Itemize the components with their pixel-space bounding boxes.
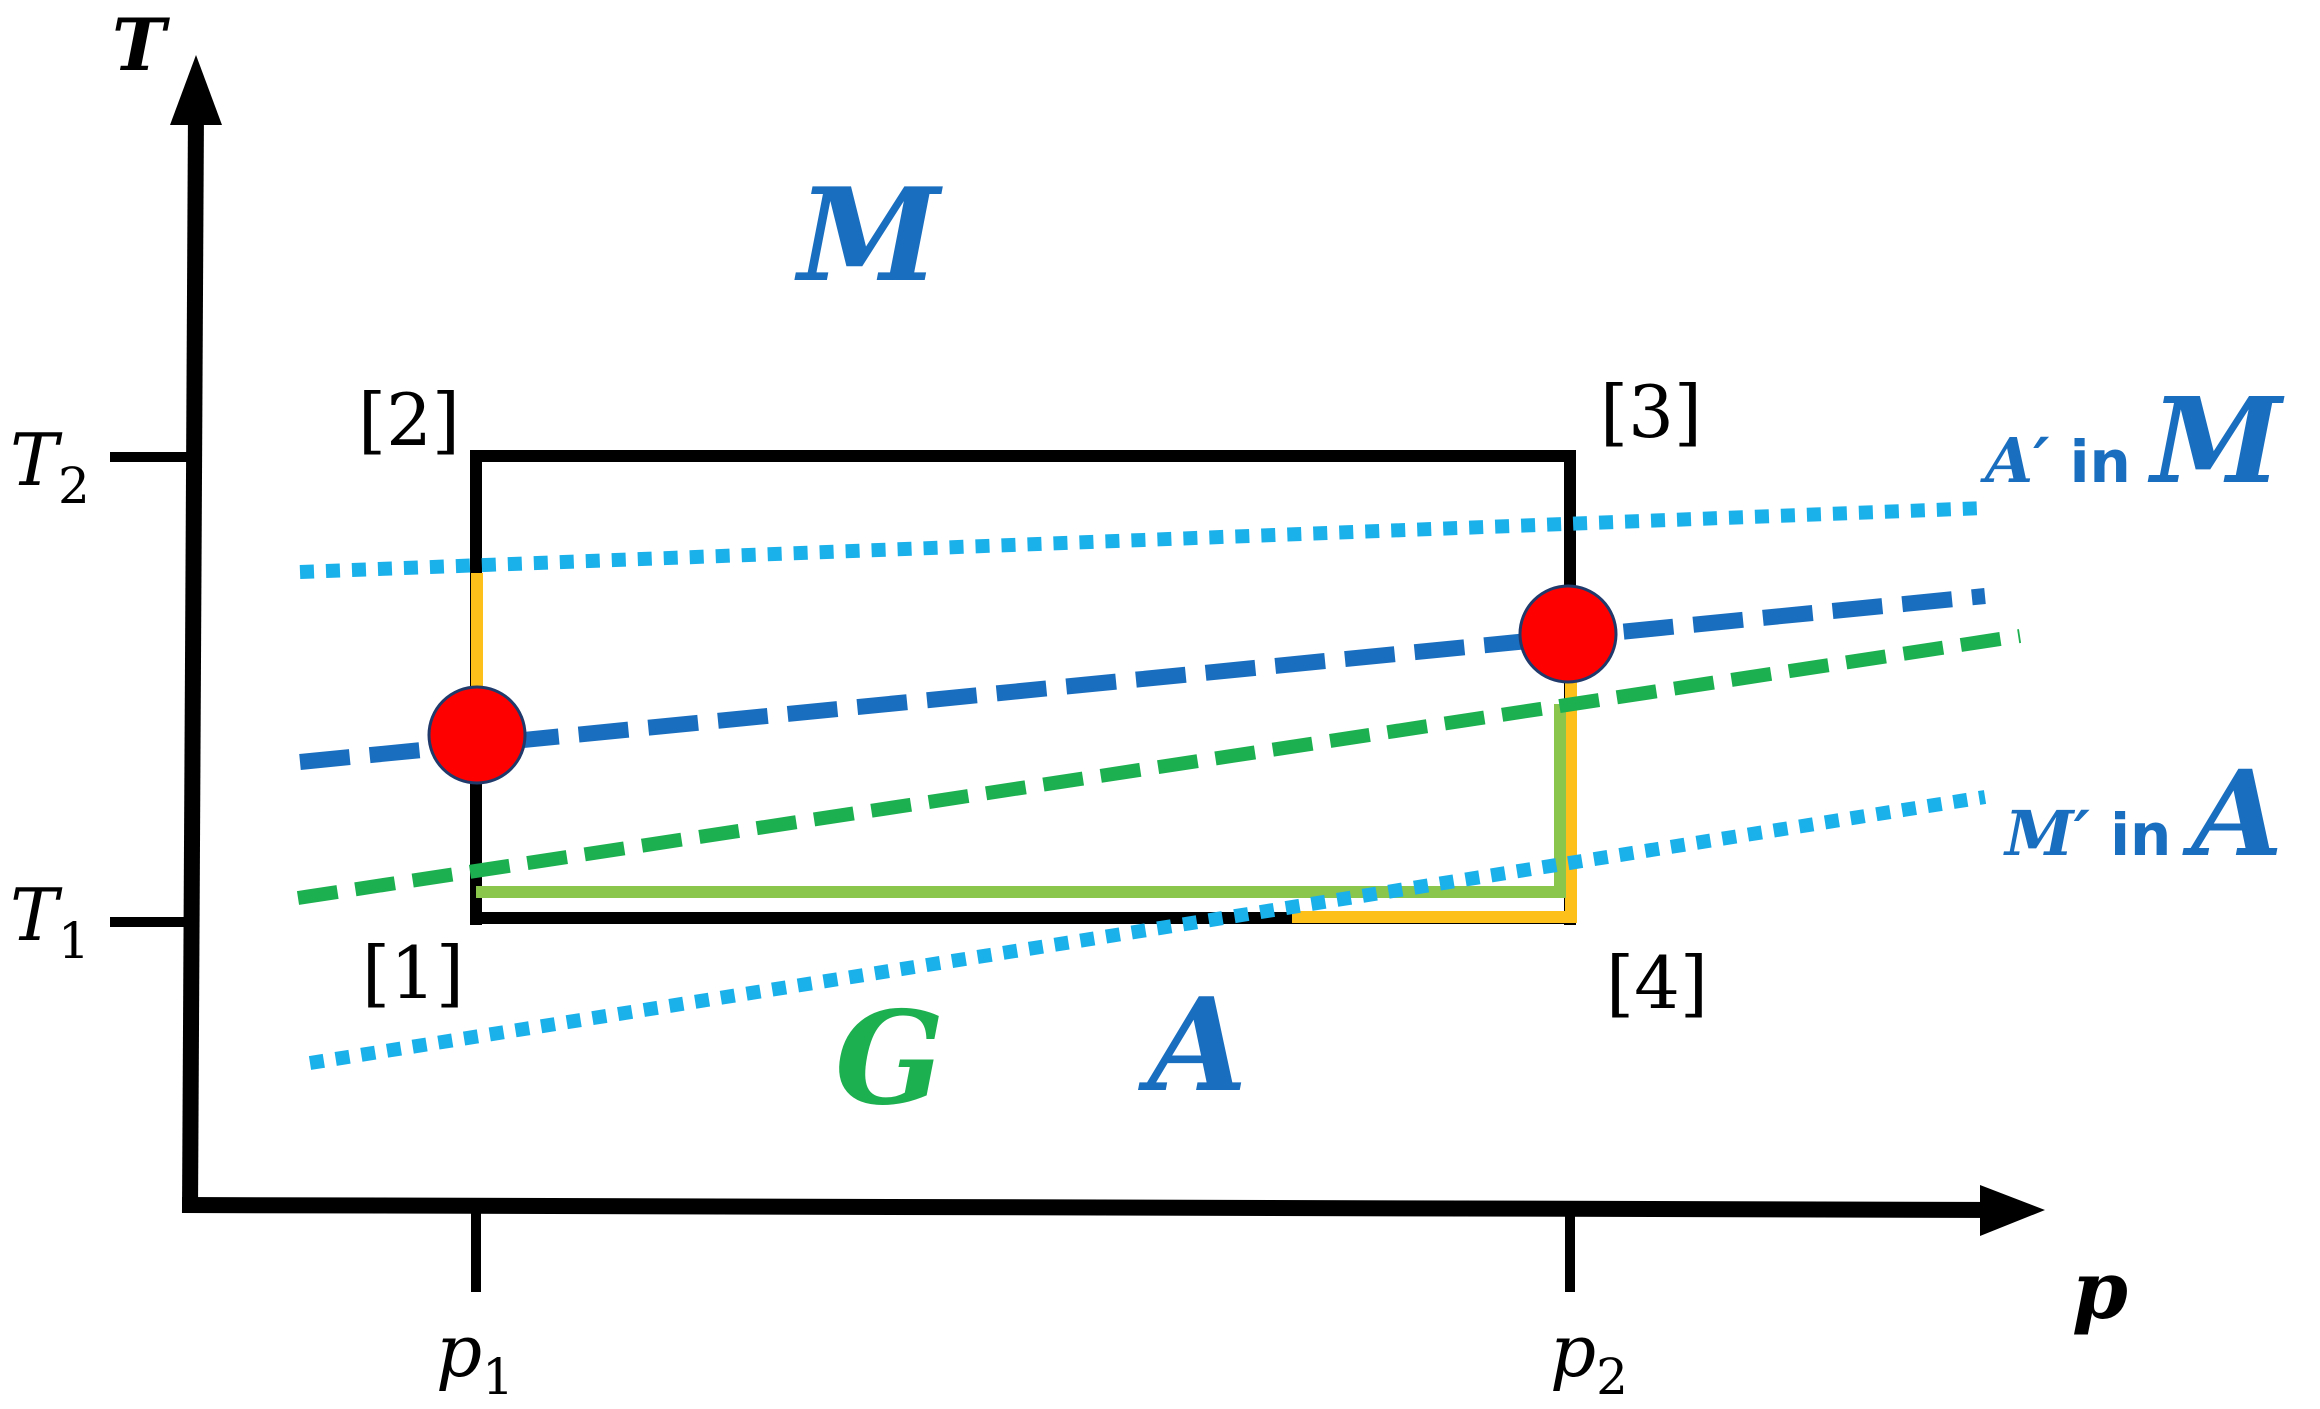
y-axis-line [182, 109, 204, 1213]
m-prime-in-a-label: M′ in A [2003, 744, 2283, 883]
a-prime-in-m-label: A′ in M [1980, 371, 2285, 510]
a-prime-phase: M [2147, 371, 2285, 510]
p2-label-sub: 2 [1596, 1348, 1628, 1406]
a-prime-in-text: in [2049, 428, 2151, 496]
blue-dashed-line [299, 588, 1986, 770]
red-point-left [427, 685, 527, 785]
t2-label-main: T [10, 418, 63, 502]
orange-path [471, 573, 1577, 923]
a-prime-in-m-line [299, 501, 1986, 579]
corner-label-2: [2] [358, 378, 460, 462]
green-dashed-line [296, 629, 2022, 905]
m-prime-symbol: M′ [2003, 797, 2090, 870]
red-point-right [1518, 584, 1618, 684]
t2-label: T2 [10, 418, 90, 515]
m-prime-in-a-line [308, 790, 1987, 1070]
a-prime-symbol: A′ [1980, 424, 2049, 497]
region-label-martensite: M [794, 161, 943, 311]
x-axis-line [181, 1197, 2006, 1218]
axes [110, 55, 2045, 1292]
corner-label-3: [3] [1600, 370, 1702, 454]
m-prime-phase: A [2182, 744, 2284, 883]
p1-label-sub: 1 [482, 1348, 514, 1406]
region-label-austenite: A [1138, 971, 1247, 1121]
m-prime-in-text: in [2090, 801, 2192, 869]
region-label-green: G [835, 984, 944, 1134]
transition-points [427, 584, 1618, 785]
y-axis-arrow-icon [170, 55, 222, 125]
y-axis-label: T [112, 2, 170, 87]
light-green-segment [476, 704, 1566, 898]
p1-label-main: p [436, 1309, 482, 1393]
x-axis-arrow-icon [1980, 1185, 2045, 1236]
p2-label: p2 [1550, 1309, 1628, 1406]
t1-label-main: T [10, 873, 63, 957]
t2-label-sub: 2 [58, 457, 90, 515]
t1-label-sub: 1 [58, 912, 90, 970]
p2-label-main: p [1550, 1309, 1596, 1393]
x-axis-label: p [2072, 1243, 2128, 1337]
corner-label-1: [1] [362, 931, 464, 1015]
corner-label-4: [4] [1606, 941, 1708, 1025]
light-green-path [476, 704, 1566, 898]
boundaries [296, 501, 2022, 1070]
p1-label: p1 [436, 1309, 514, 1406]
t1-label: T1 [10, 873, 90, 970]
